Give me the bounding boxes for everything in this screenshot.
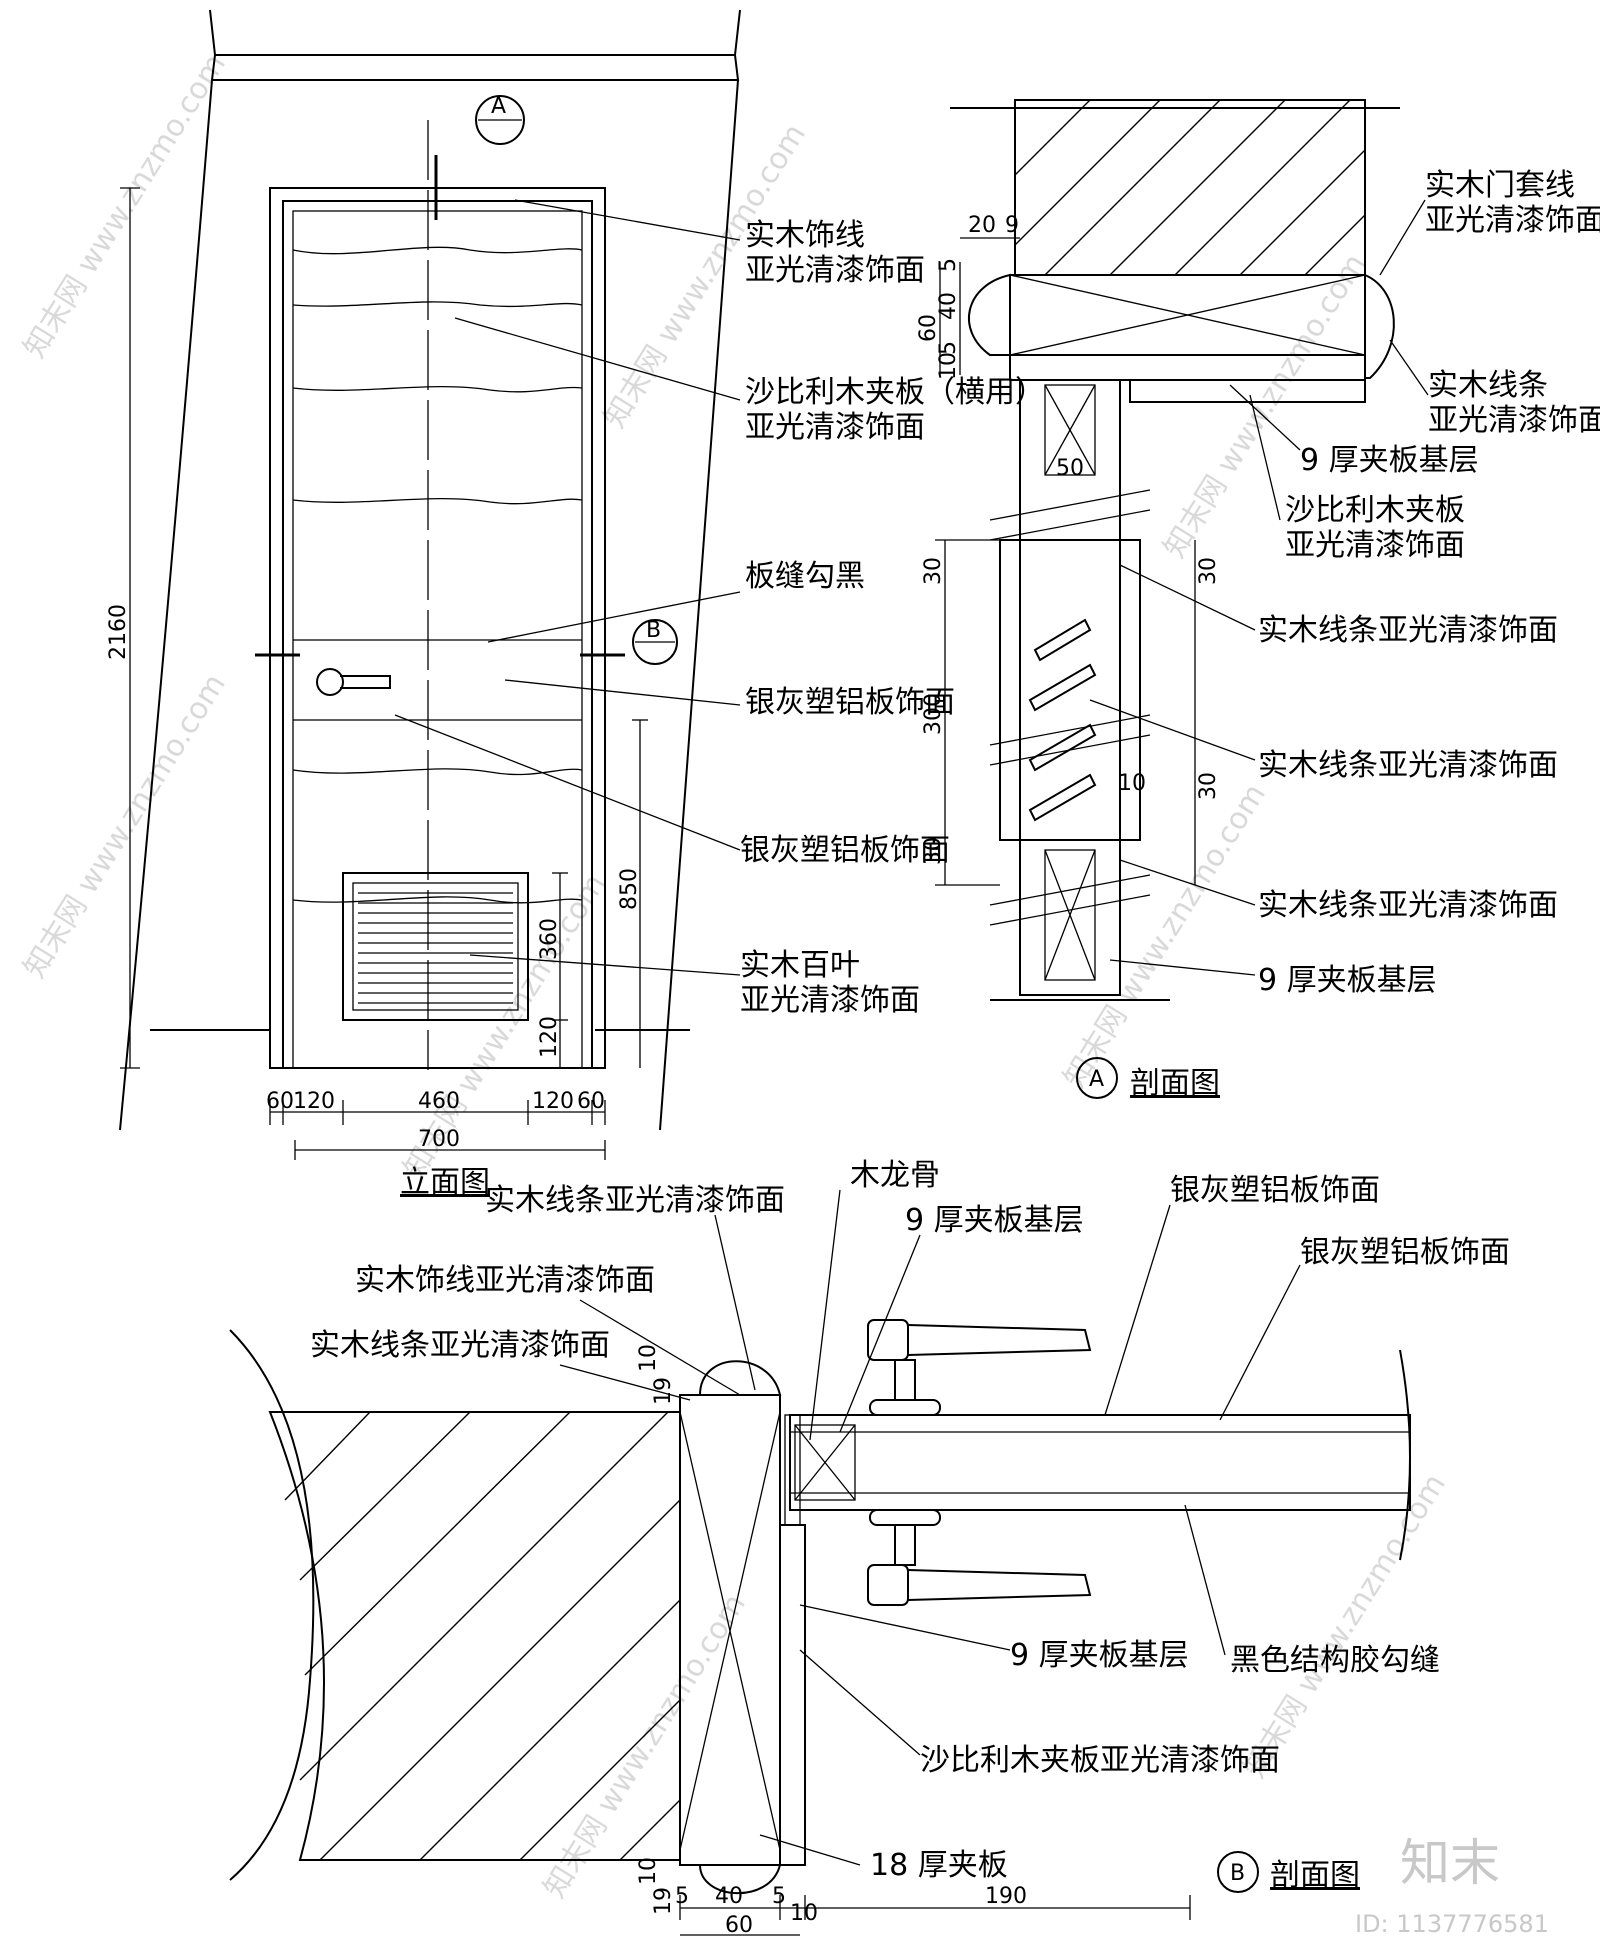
dim-w460: 460 bbox=[418, 1089, 460, 1114]
a-dim-5a: 5 bbox=[936, 258, 961, 272]
a-label-7: 实木线条亚光清漆饰面 bbox=[1258, 613, 1558, 648]
b-label-5: 银灰塑铝板饰面 bbox=[1170, 1173, 1380, 1208]
a-dim-20: 20 bbox=[968, 213, 996, 238]
elev-label-1: 亚光清漆饰面 bbox=[745, 253, 925, 288]
a-label-3: 亚光清漆饰面 bbox=[1428, 403, 1600, 438]
b-dim-w10: 10 bbox=[790, 1901, 818, 1926]
elev-label-8: 亚光清漆饰面 bbox=[740, 983, 920, 1018]
concrete-hatch-b bbox=[284, 1411, 681, 1861]
a-label-10: 9 厚夹板基层 bbox=[1258, 963, 1437, 998]
b-label-6: 银灰塑铝板饰面 bbox=[1300, 1235, 1510, 1270]
b-label-8: 9 厚夹板基层 bbox=[1010, 1638, 1189, 1673]
b-label-9: 沙比利木夹板亚光清漆饰面 bbox=[920, 1743, 1280, 1778]
a-label-6: 亚光清漆饰面 bbox=[1285, 528, 1465, 563]
door-handle-icon bbox=[316, 668, 391, 696]
marker-a-letter: A bbox=[491, 94, 506, 119]
b-dim-w190: 190 bbox=[985, 1884, 1027, 1909]
section-b-marker bbox=[1217, 1851, 1259, 1893]
elev-label-5: 银灰塑铝板饰面 bbox=[745, 685, 955, 720]
a-dim-30d: 30 bbox=[1196, 772, 1221, 800]
a-dim-300: 300 bbox=[921, 693, 946, 735]
section-b-view: 实木线条亚光清漆饰面 实木饰线亚光清漆饰面 实木线条亚光清漆饰面 木龙骨 9 厚… bbox=[229, 1158, 1510, 1938]
b-label-3: 木龙骨 bbox=[850, 1158, 940, 1193]
b-dim-v19b: 19 bbox=[651, 1887, 676, 1915]
b-dim-v19: 19 bbox=[651, 1377, 676, 1405]
dim-vent-bottom: 850 bbox=[617, 868, 642, 910]
section-b-caption: 剖面图 bbox=[1270, 1858, 1360, 1893]
a-label-0: 实木门套线 bbox=[1425, 168, 1575, 203]
a-label-4: 9 厚夹板基层 bbox=[1300, 443, 1479, 478]
b-label-7: 黑色结构胶勾缝 bbox=[1230, 1643, 1440, 1678]
section-b-marker-letter: B bbox=[1230, 1861, 1245, 1886]
marker-b-letter: B bbox=[646, 618, 661, 643]
watermark: 知末网 www.znzmo.com bbox=[1057, 778, 1273, 1094]
elev-label-2: 沙比利木夹板（横用） bbox=[745, 375, 1045, 410]
elev-label-3: 亚光清漆饰面 bbox=[745, 410, 925, 445]
dim-w60-right: 60 bbox=[577, 1089, 605, 1114]
elevation-view: A B 2160 850 bbox=[106, 9, 1045, 1200]
b-label-10: 18 厚夹板 bbox=[870, 1848, 1008, 1883]
a-dim-10: 10 bbox=[936, 352, 961, 380]
b-dim-w60: 60 bbox=[725, 1913, 753, 1938]
a-label-9: 实木线条亚光清漆饰面 bbox=[1258, 888, 1558, 923]
watermark: 知末网 www.znzmo.com bbox=[17, 668, 233, 984]
a-dim-30a: 30 bbox=[921, 557, 946, 585]
watermark: 知末网 www.znzmo.com bbox=[1237, 1468, 1453, 1784]
a-label-2: 实木线条 bbox=[1428, 368, 1548, 403]
a-dim-5b: 5 bbox=[936, 341, 961, 355]
dim-w120-left: 120 bbox=[293, 1089, 335, 1114]
a-dim-60: 60 bbox=[916, 314, 941, 342]
elev-label-7: 实木百叶 bbox=[740, 948, 860, 983]
elev-label-0: 实木饰线 bbox=[745, 218, 865, 253]
brand-logo: 知末 bbox=[1400, 1834, 1500, 1892]
door-lever-icon bbox=[867, 1319, 1092, 1606]
b-dim-v10: 10 bbox=[636, 1344, 661, 1372]
a-dim-30b: 30 bbox=[1196, 557, 1221, 585]
b-dim-w5b: 5 bbox=[772, 1884, 786, 1909]
elev-label-6: 银灰塑铝板饰面 bbox=[740, 833, 950, 868]
dim-w700: 700 bbox=[418, 1127, 460, 1152]
a-label-5: 沙比利木夹板 bbox=[1285, 493, 1465, 528]
dim-w120-right: 120 bbox=[532, 1089, 574, 1114]
b-dim-v10b: 10 bbox=[636, 1857, 661, 1885]
b-label-4: 9 厚夹板基层 bbox=[905, 1203, 1084, 1238]
a-dim-40: 40 bbox=[936, 292, 961, 320]
b-dim-w40: 40 bbox=[715, 1884, 743, 1909]
b-label-0: 实木线条亚光清漆饰面 bbox=[485, 1183, 785, 1218]
b-label-1: 实木饰线亚光清漆饰面 bbox=[355, 1263, 655, 1298]
section-marker-a bbox=[475, 95, 525, 145]
elevation-caption: 立面图 bbox=[400, 1165, 490, 1200]
brand-id: ID: 1137776581 bbox=[1355, 1910, 1549, 1938]
dim-base: 120 bbox=[537, 1016, 562, 1058]
a-dim-9: 9 bbox=[1005, 213, 1019, 238]
a-dim-10b: 10 bbox=[1118, 771, 1146, 796]
louvre-vent bbox=[342, 872, 529, 1021]
a-label-8: 实木线条亚光清漆饰面 bbox=[1258, 748, 1558, 783]
watermark: 知末网 www.znzmo.com bbox=[17, 48, 233, 364]
dim-height-total: 2160 bbox=[106, 604, 131, 660]
a-dim-50: 50 bbox=[1056, 456, 1084, 481]
section-a-caption: 剖面图 bbox=[1130, 1066, 1220, 1101]
elev-label-4: 板缝勾黑 bbox=[745, 559, 865, 594]
a-dim-30c: 30 bbox=[921, 837, 946, 865]
b-label-2: 实木线条亚光清漆饰面 bbox=[310, 1328, 610, 1363]
section-marker-b bbox=[632, 619, 678, 665]
concrete-hatch bbox=[1014, 99, 1366, 276]
section-a-marker-letter: A bbox=[1089, 1067, 1104, 1092]
dim-vent-height: 360 bbox=[537, 918, 562, 960]
dim-w60-left: 60 bbox=[266, 1089, 294, 1114]
section-a-view: 20 9 60 5 40 5 10 50 30 300 30 30 30 10 … bbox=[916, 99, 1600, 1101]
b-dim-w5a: 5 bbox=[675, 1884, 689, 1909]
a-label-1: 亚光清漆饰面 bbox=[1425, 203, 1600, 238]
section-a-marker bbox=[1076, 1057, 1118, 1099]
